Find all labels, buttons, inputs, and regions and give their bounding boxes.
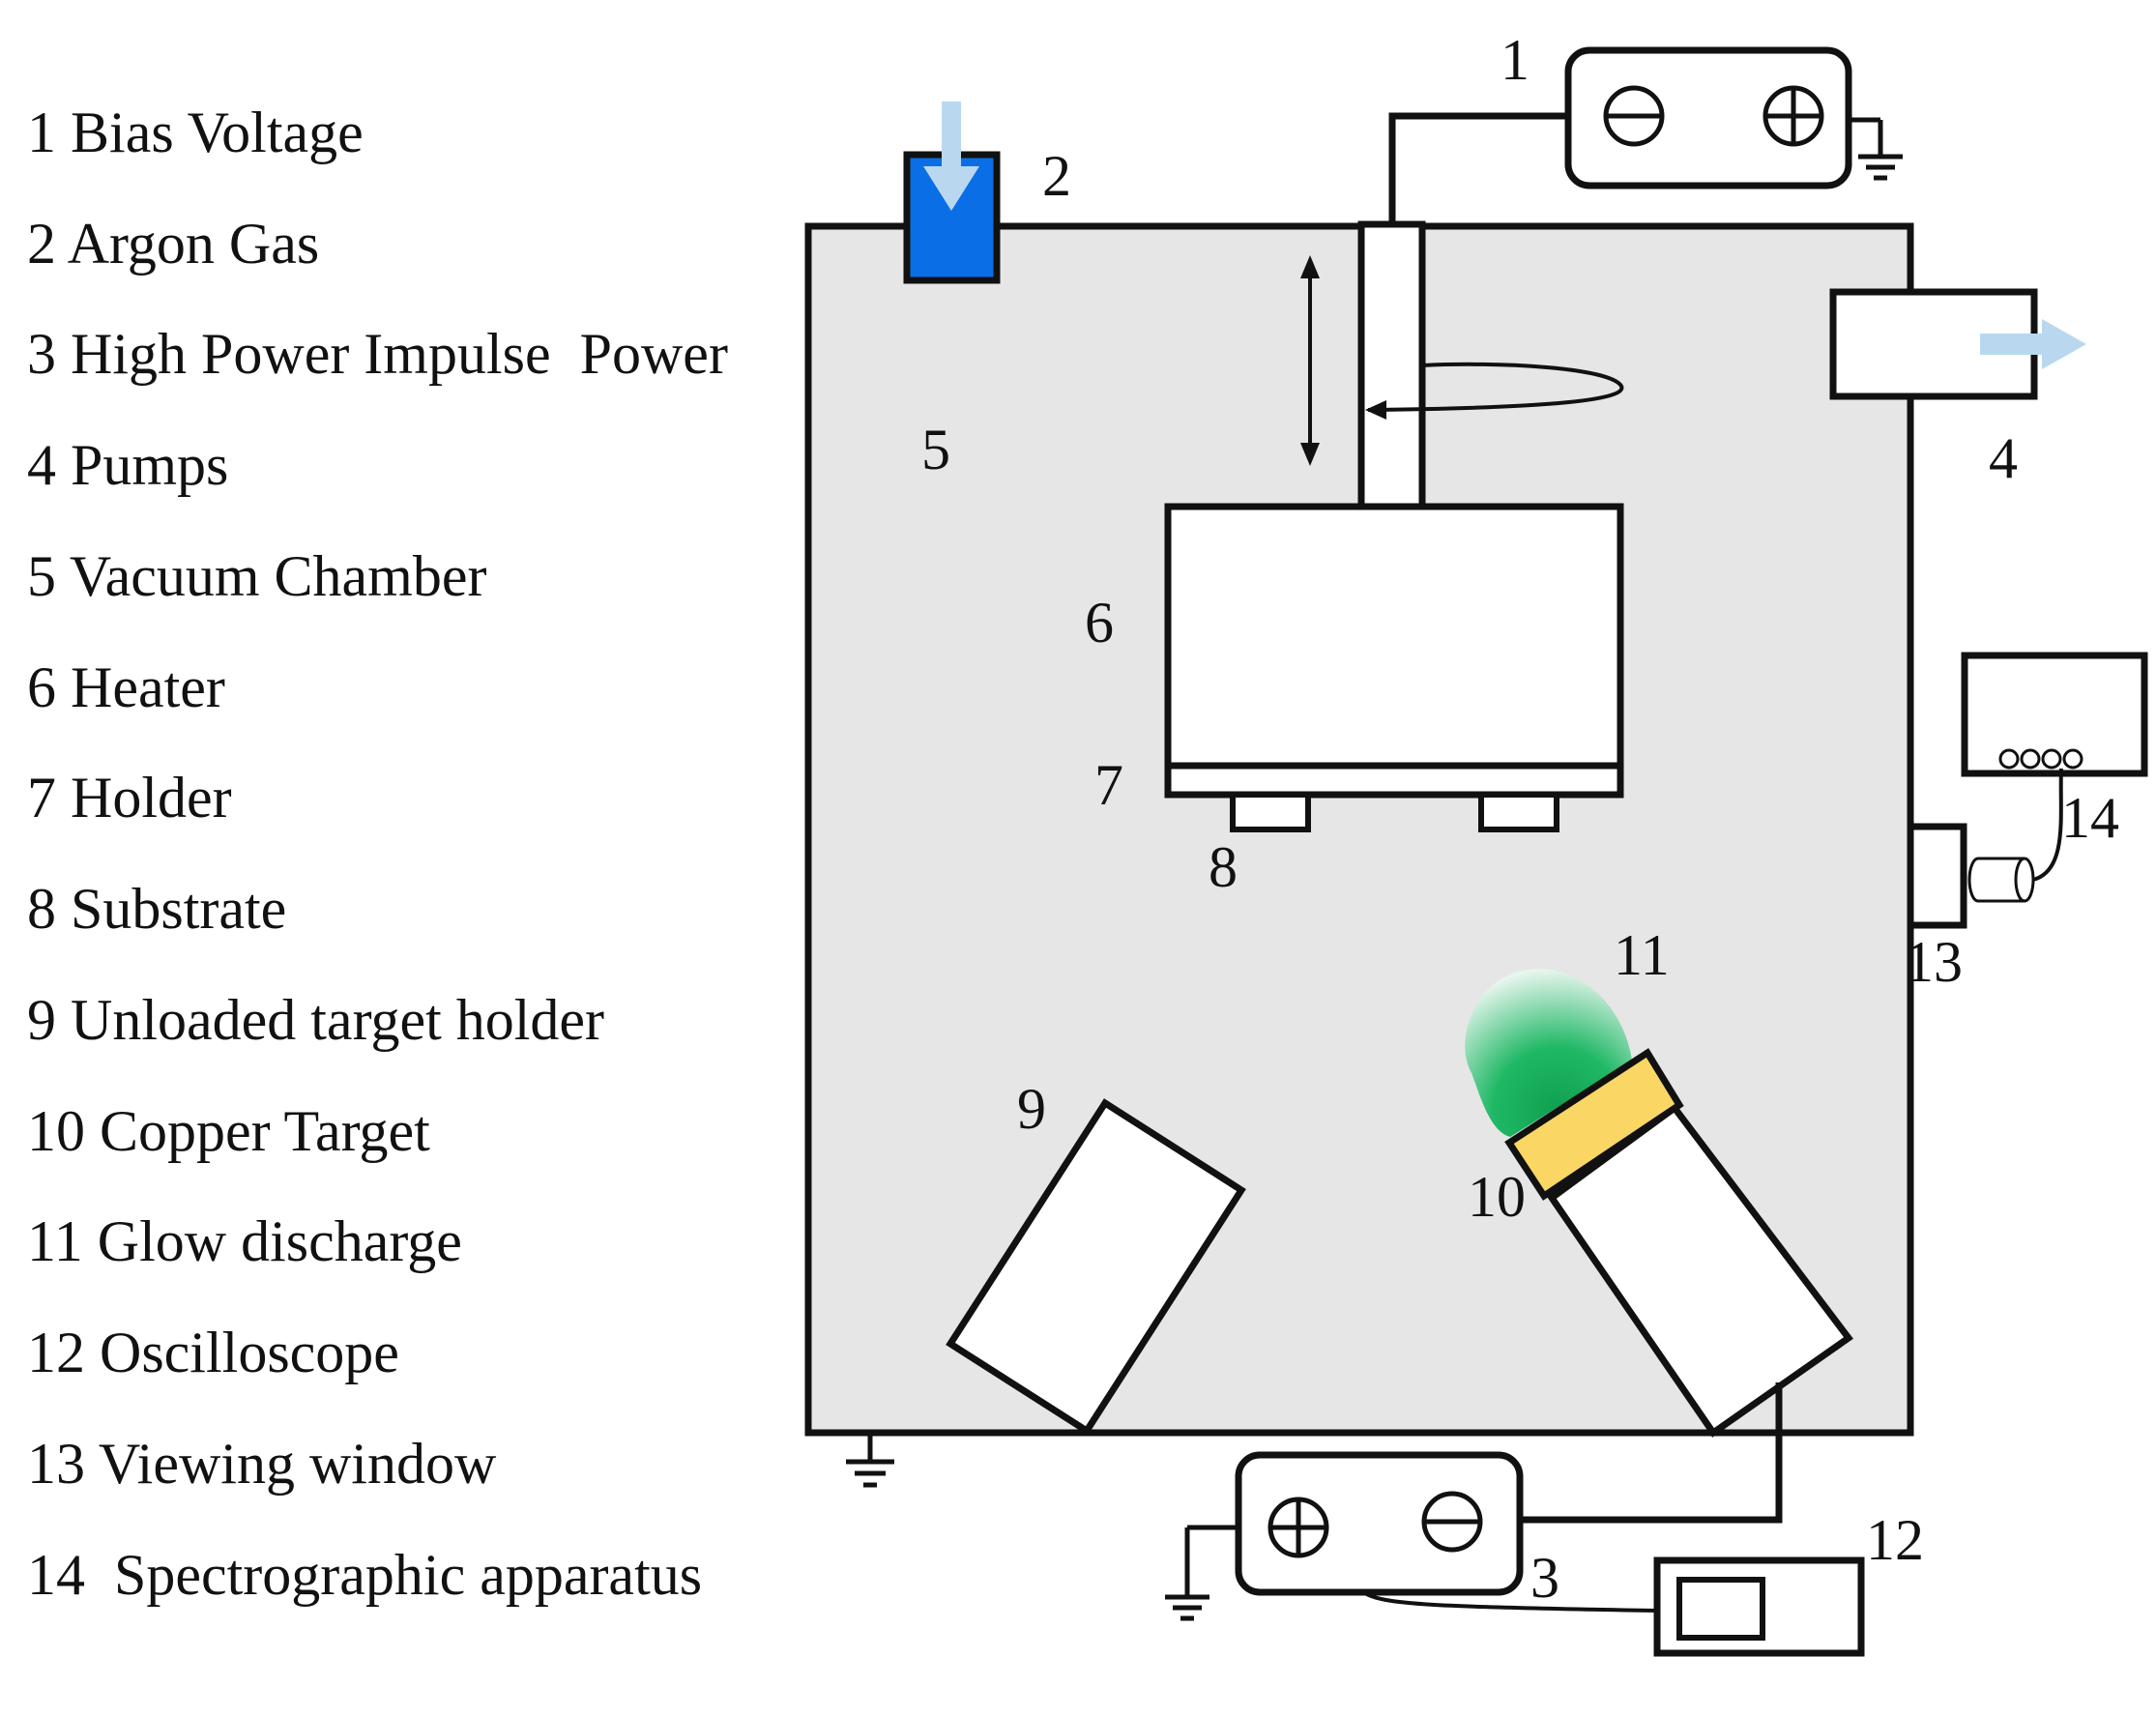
bias-ground-icon: [1849, 117, 1903, 181]
heater: [1164, 503, 1624, 770]
hipims-power-supply: [1235, 1451, 1524, 1596]
legend-item-14: 14 Spectrographic apparatus: [27, 1543, 702, 1607]
rotation-arrow-icon: [1365, 362, 1624, 420]
legend: 1 Bias Voltage 2 Argon Gas 3 High Power …: [27, 101, 728, 1607]
legend-item-9: 9 Unloaded target holder: [27, 988, 604, 1052]
hipims-plus-terminal-icon: [1267, 1497, 1329, 1558]
viewing-window: [1907, 823, 1967, 929]
legend-item-3: 3 High Power Impulse Power: [27, 322, 728, 386]
spectrographic-apparatus: [1961, 652, 2148, 777]
legend-item-6: 6 Heater: [27, 655, 225, 719]
pump-flow-arrow-icon: [1980, 319, 2086, 369]
callout-12: 12: [1866, 1508, 1924, 1572]
hipims-cathode-wire: [1520, 1382, 1783, 1524]
legend-item-10: 10 Copper Target: [27, 1099, 430, 1163]
callout-2: 2: [1042, 144, 1071, 208]
unloaded-target-holder: [946, 1098, 1246, 1436]
callout-8: 8: [1209, 835, 1238, 899]
rotation-shaft: [1357, 220, 1426, 510]
substrate-right: [1478, 792, 1559, 832]
callout-5: 5: [921, 418, 950, 481]
callout-3: 3: [1530, 1546, 1559, 1610]
legend-item-8: 8 Substrate: [27, 877, 286, 941]
argon-flow-arrow-icon: [923, 102, 979, 211]
callout-11: 11: [1614, 923, 1670, 987]
callout-14: 14: [2061, 786, 2119, 850]
legend-item-12: 12 Oscilloscope: [27, 1321, 399, 1384]
minus-terminal-icon: [1603, 85, 1665, 147]
oscilloscope-probe-wire: [1361, 1590, 1658, 1613]
legend-item-11: 11 Glow discharge: [27, 1209, 462, 1273]
callout-10: 10: [1468, 1165, 1526, 1229]
glow-discharge: [1465, 969, 1632, 1137]
holder: [1164, 762, 1624, 799]
optical-fiber: [2032, 768, 2063, 882]
callout-1: 1: [1500, 28, 1530, 92]
vertical-motion-arrow-icon: [1300, 255, 1320, 466]
callout-9: 9: [1017, 1077, 1046, 1141]
spectrograph-knobs-icon: [1998, 748, 2083, 770]
legend-item-4: 4 Pumps: [27, 433, 228, 497]
legend-item-2: 2 Argon Gas: [27, 212, 319, 276]
chamber-ground-icon: [846, 1433, 894, 1488]
legend-item-7: 7 Holder: [27, 766, 232, 829]
optical-probe-icon: [1967, 857, 2035, 903]
callout-7: 7: [1094, 753, 1123, 817]
callout-6: 6: [1085, 591, 1114, 654]
copper-target: [1504, 1048, 1684, 1201]
substrate-left: [1230, 792, 1311, 832]
legend-item-5: 5 Vacuum Chamber: [27, 544, 486, 608]
legend-item-13: 13 Viewing window: [27, 1432, 497, 1496]
hipims-minus-terminal-icon: [1421, 1491, 1483, 1553]
callout-13: 13: [1905, 930, 1963, 994]
callout-4: 4: [1989, 426, 2018, 490]
oscilloscope-screen: [1676, 1577, 1765, 1641]
legend-item-1: 1 Bias Voltage: [27, 101, 364, 164]
bias-wire: [1388, 112, 1568, 224]
hipims-ground-icon: [1165, 1525, 1238, 1621]
plus-terminal-icon: [1763, 85, 1824, 147]
